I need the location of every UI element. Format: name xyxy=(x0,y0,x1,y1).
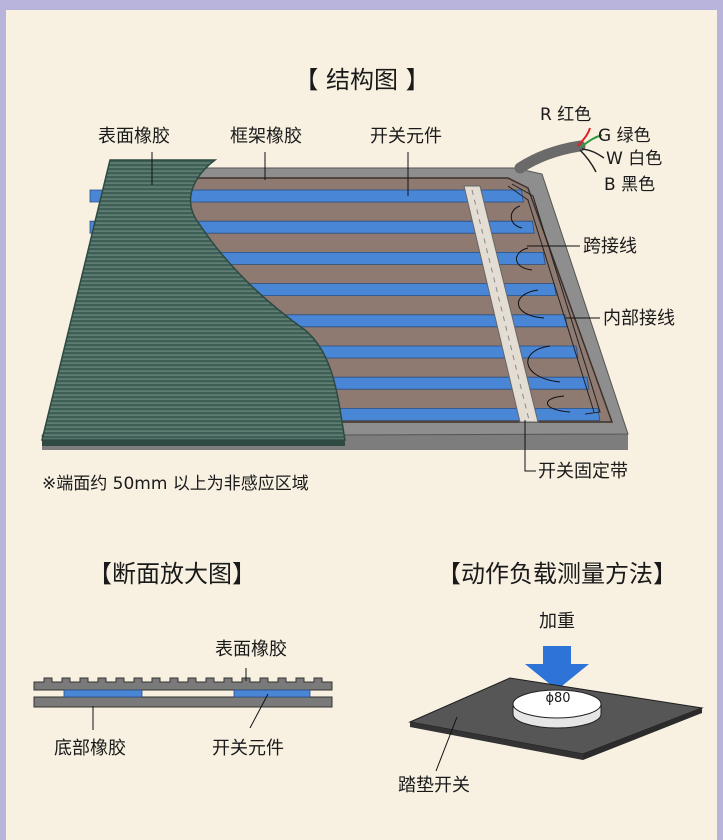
label-wire-g: G 绿色 xyxy=(598,126,651,146)
section-title: 【断面放大图】 xyxy=(88,560,256,588)
label-internal-wiring: 内部接线 xyxy=(603,308,675,329)
label-load: 加重 xyxy=(539,611,575,632)
switch-element-strip xyxy=(89,189,524,203)
label-fixing-tape: 开关固定带 xyxy=(538,461,628,482)
section-switch-element-right xyxy=(233,689,311,698)
internal-wiring-lines xyxy=(507,183,601,415)
load-method-title: 【动作负载测量方法】 xyxy=(437,560,677,588)
label-wire-b: B 黑色 xyxy=(604,175,655,195)
label-frame-rubber: 框架橡胶 xyxy=(230,126,302,147)
surface-rubber xyxy=(41,159,346,446)
section-label-switch-element: 开关元件 xyxy=(212,738,284,759)
leader-lines xyxy=(151,152,600,472)
label-wire-w: W 白色 xyxy=(606,149,662,169)
label-mat-switch: 踏垫开关 xyxy=(398,775,470,796)
section-view xyxy=(33,668,333,730)
section-switch-element-left xyxy=(63,689,143,698)
label-jumper-wire: 跨接线 xyxy=(583,236,637,257)
cable xyxy=(514,127,605,174)
load-arrow xyxy=(525,646,589,690)
structure-title: 【 结构图 】 xyxy=(294,66,429,94)
label-wire-r: R 红色 xyxy=(540,105,591,125)
jumper-wires xyxy=(510,205,571,413)
label-diameter: ϕ80 xyxy=(545,691,570,706)
note-non-sensing-area: ※端面约 50mm 以上为非感应区域 xyxy=(42,474,309,494)
load-weight-disc xyxy=(512,689,602,729)
fixing-tape xyxy=(463,185,539,423)
section-surface-rubber xyxy=(33,677,333,691)
label-switch-element: 开关元件 xyxy=(370,126,442,147)
label-surface-rubber: 表面橡胶 xyxy=(98,126,170,147)
section-label-bottom-rubber: 底部橡胶 xyxy=(54,738,126,759)
section-label-surface-rubber: 表面橡胶 xyxy=(215,639,287,660)
